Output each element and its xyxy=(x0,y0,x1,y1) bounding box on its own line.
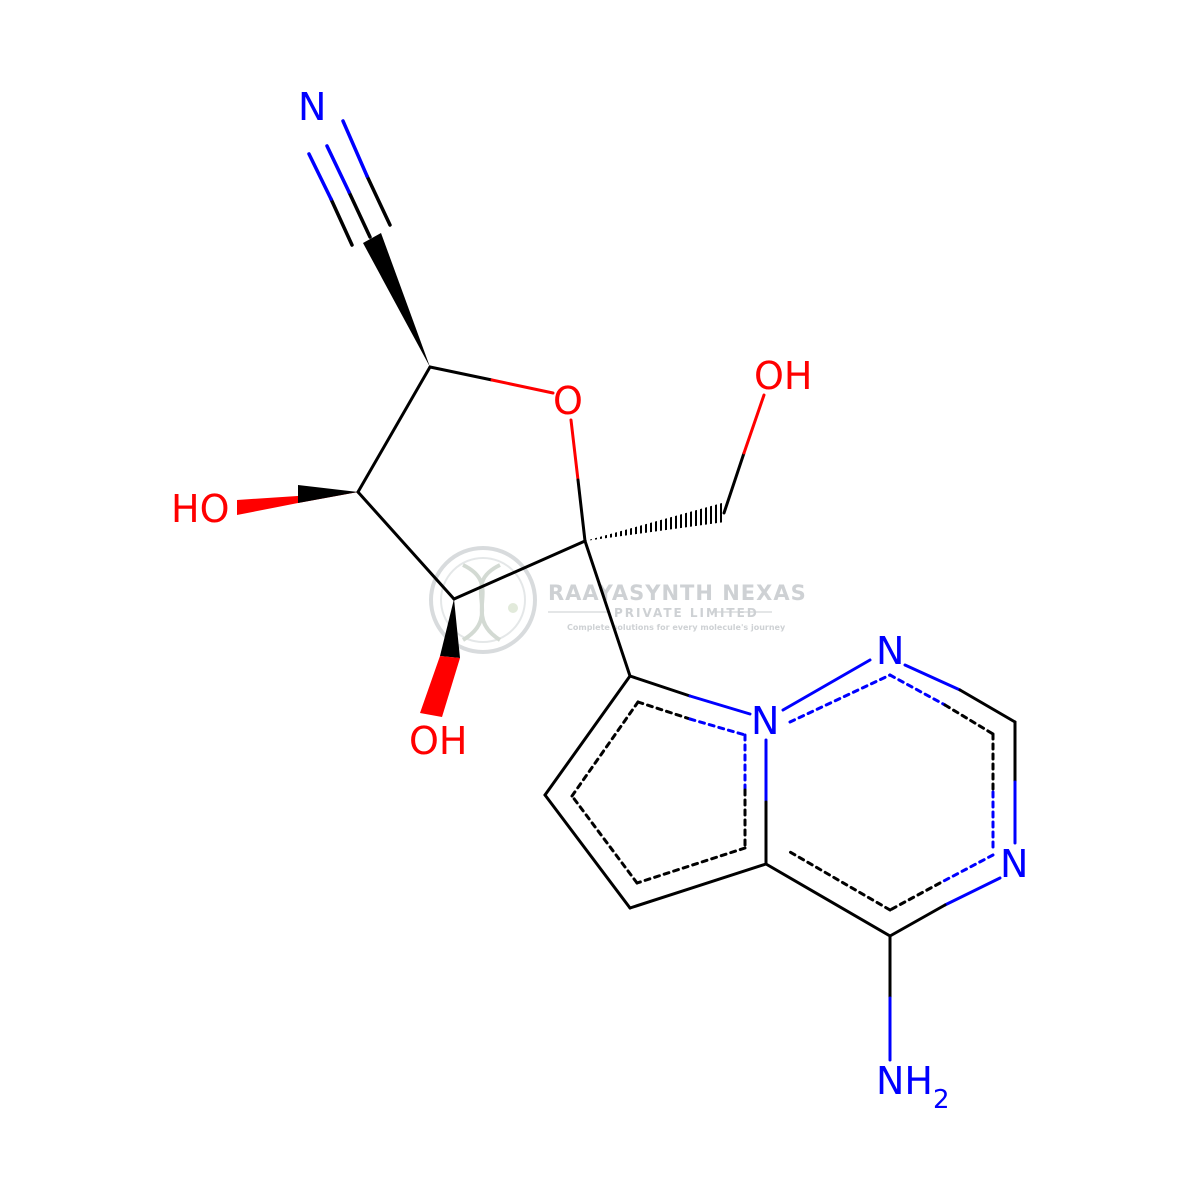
nitrile-n-label: N xyxy=(298,85,326,129)
nitrile-triple-bond xyxy=(307,119,392,247)
hashed-bond-c5-ch2 xyxy=(585,503,725,541)
amine-nh: NH xyxy=(876,1059,933,1103)
wedge-bond-cn xyxy=(363,233,430,367)
bond-c1-o xyxy=(428,365,494,382)
dna-helix-icon xyxy=(461,563,518,642)
bridge-n-label: N xyxy=(751,699,779,743)
atom-labels: N O OH HO OH N N N NH2 xyxy=(171,85,1028,1115)
triazine-ring xyxy=(764,658,1017,938)
triazine-n3-label: N xyxy=(1000,842,1028,886)
bond-c1-c2 xyxy=(356,365,432,494)
bond-c3-c5 xyxy=(452,539,587,601)
watermark-subtitle: PRIVATE LIMITED xyxy=(614,606,759,620)
pyrrole-ring xyxy=(543,674,768,910)
amine-subscript: 2 xyxy=(933,1085,950,1115)
c4-oh-label: OH xyxy=(409,719,467,763)
watermark-title: RAAYASYNTH NEXAS xyxy=(548,581,807,605)
amine-label: NH2 xyxy=(876,1059,950,1115)
bonds xyxy=(237,119,1017,1062)
c3-ho-label: HO xyxy=(171,487,229,531)
ch2-oh-label: OH xyxy=(754,354,812,398)
watermark: RAAYASYNTH NEXAS PRIVATE LIMITED Complet… xyxy=(429,546,807,654)
watermark-tagline: Complete solutions for every molecule's … xyxy=(567,623,786,632)
watermark-logo-ring xyxy=(429,546,537,654)
bond-o-c5 xyxy=(569,418,580,482)
bond-c5-c7 xyxy=(583,539,632,678)
wedge-bond-c3-oh xyxy=(440,599,460,658)
ring-o-label: O xyxy=(553,379,583,423)
triazine-n1-label: N xyxy=(876,629,904,673)
bond-c2-c3 xyxy=(356,490,456,601)
bond-ch2-oh xyxy=(722,451,746,515)
